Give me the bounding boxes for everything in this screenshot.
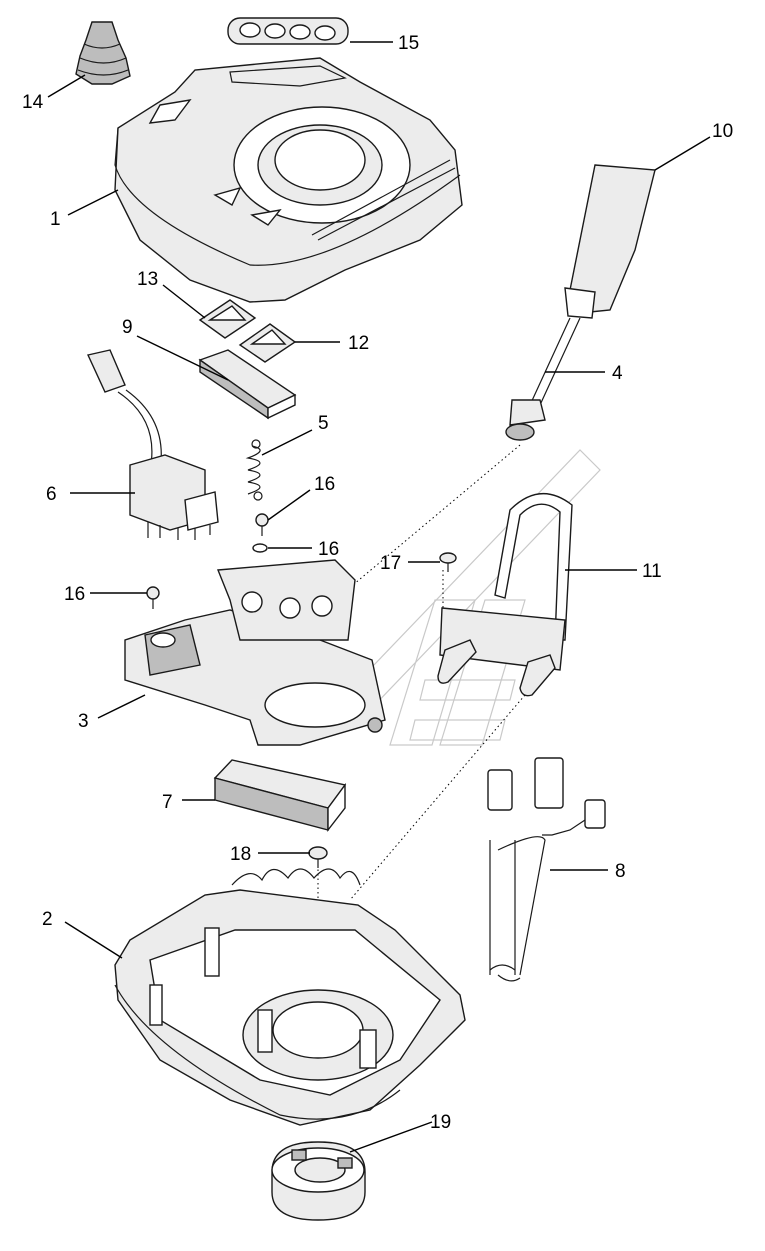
callout-12: 12 [348, 333, 369, 354]
lever-switch-part [87, 349, 219, 540]
cable-harness-part [487, 757, 606, 982]
callout-8: 8 [615, 861, 626, 882]
callout-18-upper: 17 [380, 553, 401, 574]
button-pads-part [198, 299, 297, 363]
switch-block-part [198, 349, 297, 420]
top-housing-part [114, 57, 463, 303]
callout-2: 2 [42, 909, 53, 930]
callout-18-lower: 18 [230, 844, 251, 865]
callout-labels: 15 14 1 10 13 12 9 4 5 6 16 16 16 17 11 … [22, 33, 733, 1133]
callout-11: 11 [642, 561, 662, 582]
callout-15: 15 [398, 33, 419, 54]
callout-5: 5 [318, 413, 329, 434]
leader-lines [47, 41, 711, 1153]
callout-14: 14 [22, 92, 44, 113]
button-strip-part [227, 17, 349, 45]
callout-16-lower: 16 [64, 584, 85, 605]
mounting-plate-part [124, 559, 386, 746]
callout-1: 1 [50, 209, 61, 230]
pin-part-upper [439, 552, 457, 572]
callout-19: 19 [430, 1112, 451, 1133]
callout-3: 3 [78, 711, 89, 732]
connector-box-part [213, 759, 347, 833]
callout-7: 7 [162, 792, 173, 813]
rubber-boot-part [75, 21, 131, 85]
collar-part [271, 1141, 366, 1221]
spring-part [245, 439, 263, 501]
callout-17: 16 [318, 539, 339, 560]
u-bracket-part [437, 492, 573, 697]
callout-6: 6 [46, 484, 57, 505]
callout-13: 13 [137, 269, 158, 290]
pin-part-lower [308, 846, 328, 868]
callout-4: 4 [612, 363, 623, 384]
shift-lever-part [505, 164, 656, 441]
base-housing-part [114, 868, 466, 1126]
callout-16-upper: 16 [314, 474, 335, 495]
callout-9: 9 [122, 317, 133, 338]
small-hardware-part [146, 513, 269, 609]
callout-10: 10 [712, 121, 733, 142]
